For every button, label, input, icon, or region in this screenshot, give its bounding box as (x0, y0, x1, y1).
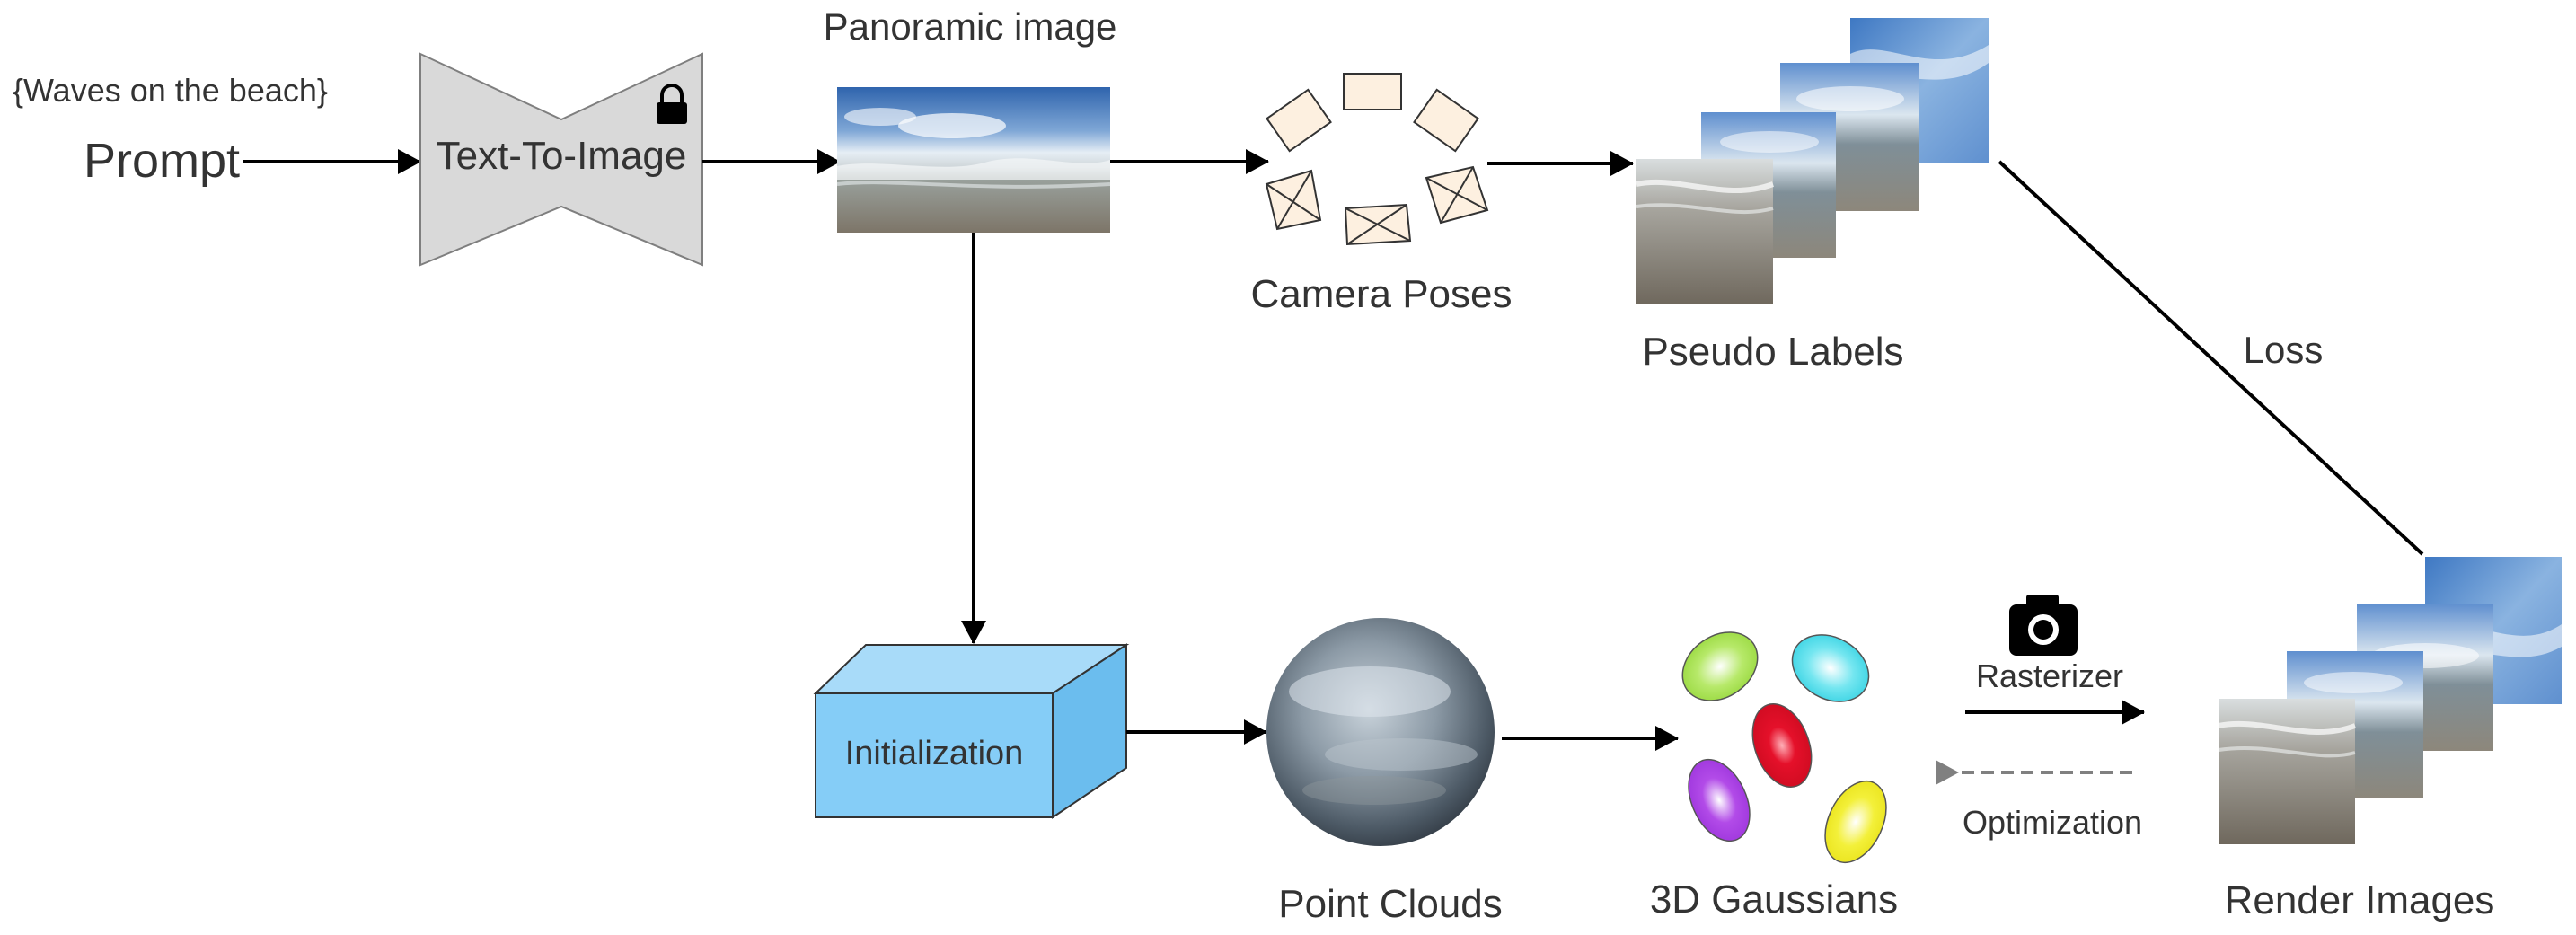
loss-label: Loss (2244, 329, 2324, 371)
point-clouds-label: Point Clouds (1278, 882, 1502, 926)
pseudo-labels-label: Pseudo Labels (1642, 330, 1903, 374)
gaussian-green (1681, 631, 1759, 701)
pose-frame (1343, 73, 1402, 110)
pose-frame (1344, 203, 1412, 246)
gaussians-group (1681, 631, 1887, 864)
text-to-image-block (419, 52, 703, 267)
optimization-label: Optimization (1963, 804, 2142, 841)
loss-line (1998, 160, 2424, 556)
gaussians-label: 3D Gaussians (1650, 878, 1898, 922)
gaussian-red (1751, 702, 1813, 789)
pose-frame (1265, 169, 1322, 231)
initialization-block (813, 643, 1130, 819)
camera-icon (2009, 595, 2078, 656)
camera-poses-ring (1265, 73, 1489, 246)
gaussian-yellow (1824, 780, 1887, 864)
pseudo-labels-stack (1636, 18, 1989, 304)
initialization-label: Initialization (845, 735, 1024, 772)
pose-frame (1413, 88, 1479, 153)
lock-icon (657, 84, 687, 124)
text-to-image-label: Text-To-Image (437, 134, 687, 178)
prompt-text: {Waves on the beach} (13, 72, 328, 109)
panoramic-image (836, 87, 1111, 233)
point-cloud-sphere (1266, 618, 1495, 846)
camera-poses-label: Camera Poses (1250, 272, 1512, 316)
render-images-label: Render Images (2225, 878, 2495, 922)
gaussian-cyan (1791, 634, 1870, 702)
render-view (2219, 699, 2355, 844)
prompt-label: Prompt (84, 134, 240, 188)
render-images-stack (2218, 557, 2562, 844)
panoramic-image-label: Panoramic image (824, 5, 1117, 48)
gaussian-purple (1688, 758, 1751, 842)
pose-frame (1266, 88, 1332, 153)
rasterizer-label: Rasterizer (1976, 657, 2123, 694)
pose-frame (1425, 165, 1489, 225)
